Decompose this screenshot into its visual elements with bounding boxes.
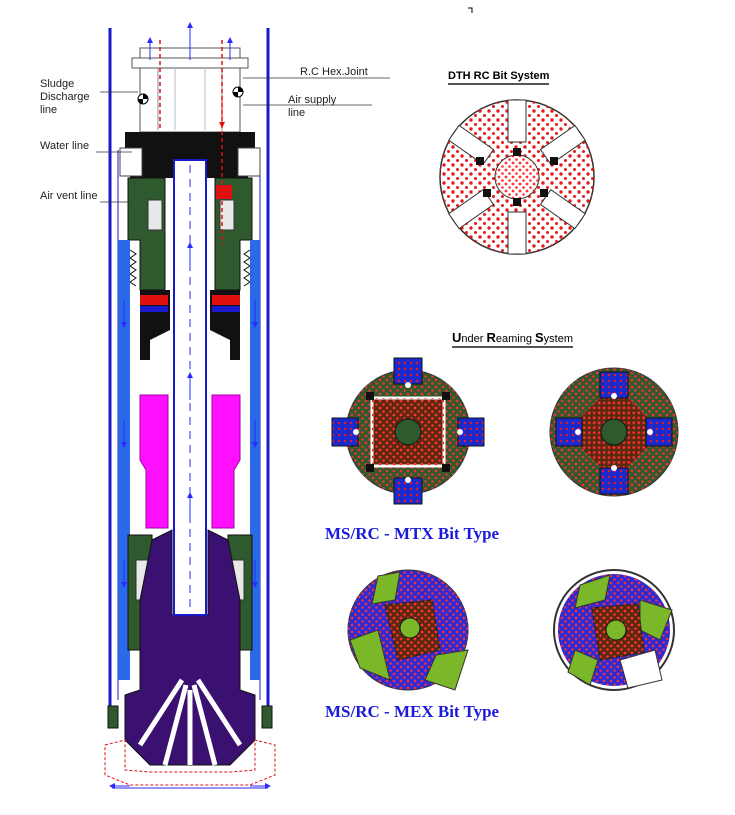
caption-mtx-bit-type: MS/RC - MTX Bit Type [325,524,500,543]
label-air-supply-line: Air supply line [288,94,337,119]
title-under-reaming-r: R [486,330,496,345]
air-supply-marker [232,86,244,98]
label-water-line: Water line [40,140,90,152]
label-sludge-discharge-line: Sludge Discharge line [40,78,90,116]
mex-bit-right [553,569,675,691]
caption-mex-bit-type: MS/RC - MEX Bit Type [325,702,500,721]
title-under-reaming-ystem: ystem [543,333,574,345]
title-under-reaming-s: S [535,330,544,345]
title-under-reaming-u: U [452,330,462,345]
hammer-cross-section [96,22,390,789]
dth-rc-bit-face [439,99,595,255]
mtx-bit-right [549,367,679,497]
title-dth-rc-bit-system: DTH RC Bit System [448,70,550,85]
title-under-reaming-system: Under Reaming System [452,330,574,348]
sludge-line-marker [137,93,149,105]
mex-bit-left [347,569,469,691]
title-under-reaming-nder: nder [461,333,487,345]
mtx-bit-left [331,357,485,505]
title-under-reaming-eaming: eaming [495,333,535,345]
label-rc-hex-joint: R.C Hex.Joint [300,66,368,78]
label-air-vent-line: Air vent line [40,190,98,202]
